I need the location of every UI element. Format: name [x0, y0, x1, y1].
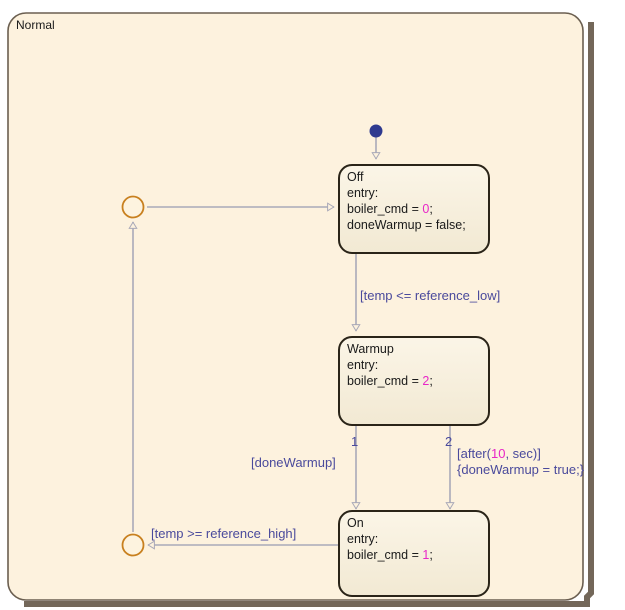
state-on-action-1-part-a: boiler_cmd = [347, 548, 422, 562]
state-off-box [338, 164, 490, 254]
default-transition-dot [369, 124, 383, 138]
state-warmup-action-1-part-b: ; [429, 374, 432, 388]
chart-name-label: Normal [16, 18, 55, 32]
state-on-box [338, 510, 490, 597]
state-warmup-box [338, 336, 490, 426]
label-after-close: , sec)] [505, 446, 540, 461]
junction-top[interactable] [121, 195, 145, 219]
state-off-action-2: doneWarmup = false; [347, 218, 466, 232]
state-on[interactable]: On entry: boiler_cmd = 1; [338, 510, 490, 597]
state-warmup-action-1-literal: 2 [422, 374, 429, 388]
state-off-action-1-literal: 0 [422, 202, 429, 216]
state-on-action-1-part-b: ; [429, 548, 432, 562]
label-warmup-to-on-right-condition[interactable]: [after(10, sec)] [457, 446, 541, 461]
state-warmup-action-1: boiler_cmd = 2; [347, 374, 433, 388]
branch-order-label-1: 1 [351, 434, 358, 449]
state-off-entry-keyword: entry: [347, 186, 378, 200]
chart-background-rect [7, 12, 584, 601]
label-after-open: [after( [457, 446, 492, 461]
state-on-name: On [347, 516, 364, 530]
label-warmup-to-on-right-action[interactable]: {doneWarmup = true;} [457, 462, 585, 477]
branch-order-label-2: 2 [445, 434, 452, 449]
chart-boundary[interactable]: Normal [7, 12, 594, 607]
label-after-literal: 10 [491, 446, 505, 461]
state-warmup-entry-keyword: entry: [347, 358, 378, 372]
state-off[interactable]: Off entry: boiler_cmd = 0; doneWarmup = … [338, 164, 490, 256]
state-on-entry-keyword: entry: [347, 532, 378, 546]
label-off-to-warmup[interactable]: [temp <= reference_low] [360, 288, 500, 303]
state-off-action-1-part-b: ; [429, 202, 432, 216]
label-warmup-to-on-left[interactable]: [doneWarmup] [251, 455, 336, 470]
state-off-action-1: boiler_cmd = 0; [347, 202, 433, 216]
state-on-action-1: boiler_cmd = 1; [347, 548, 433, 562]
state-off-name: Off [347, 170, 364, 184]
state-warmup-name: Warmup [347, 342, 394, 356]
state-on-action-1-literal: 1 [422, 548, 429, 562]
state-warmup[interactable]: Warmup entry: boiler_cmd = 2; [338, 336, 490, 426]
state-warmup-action-1-part-a: boiler_cmd = [347, 374, 422, 388]
chart-drop-shadow [24, 22, 594, 607]
state-off-action-1-part-a: boiler_cmd = [347, 202, 422, 216]
default-transition[interactable] [369, 124, 383, 159]
junction-bottom[interactable] [121, 533, 145, 557]
label-on-to-off[interactable]: [temp >= reference_high] [151, 526, 296, 541]
